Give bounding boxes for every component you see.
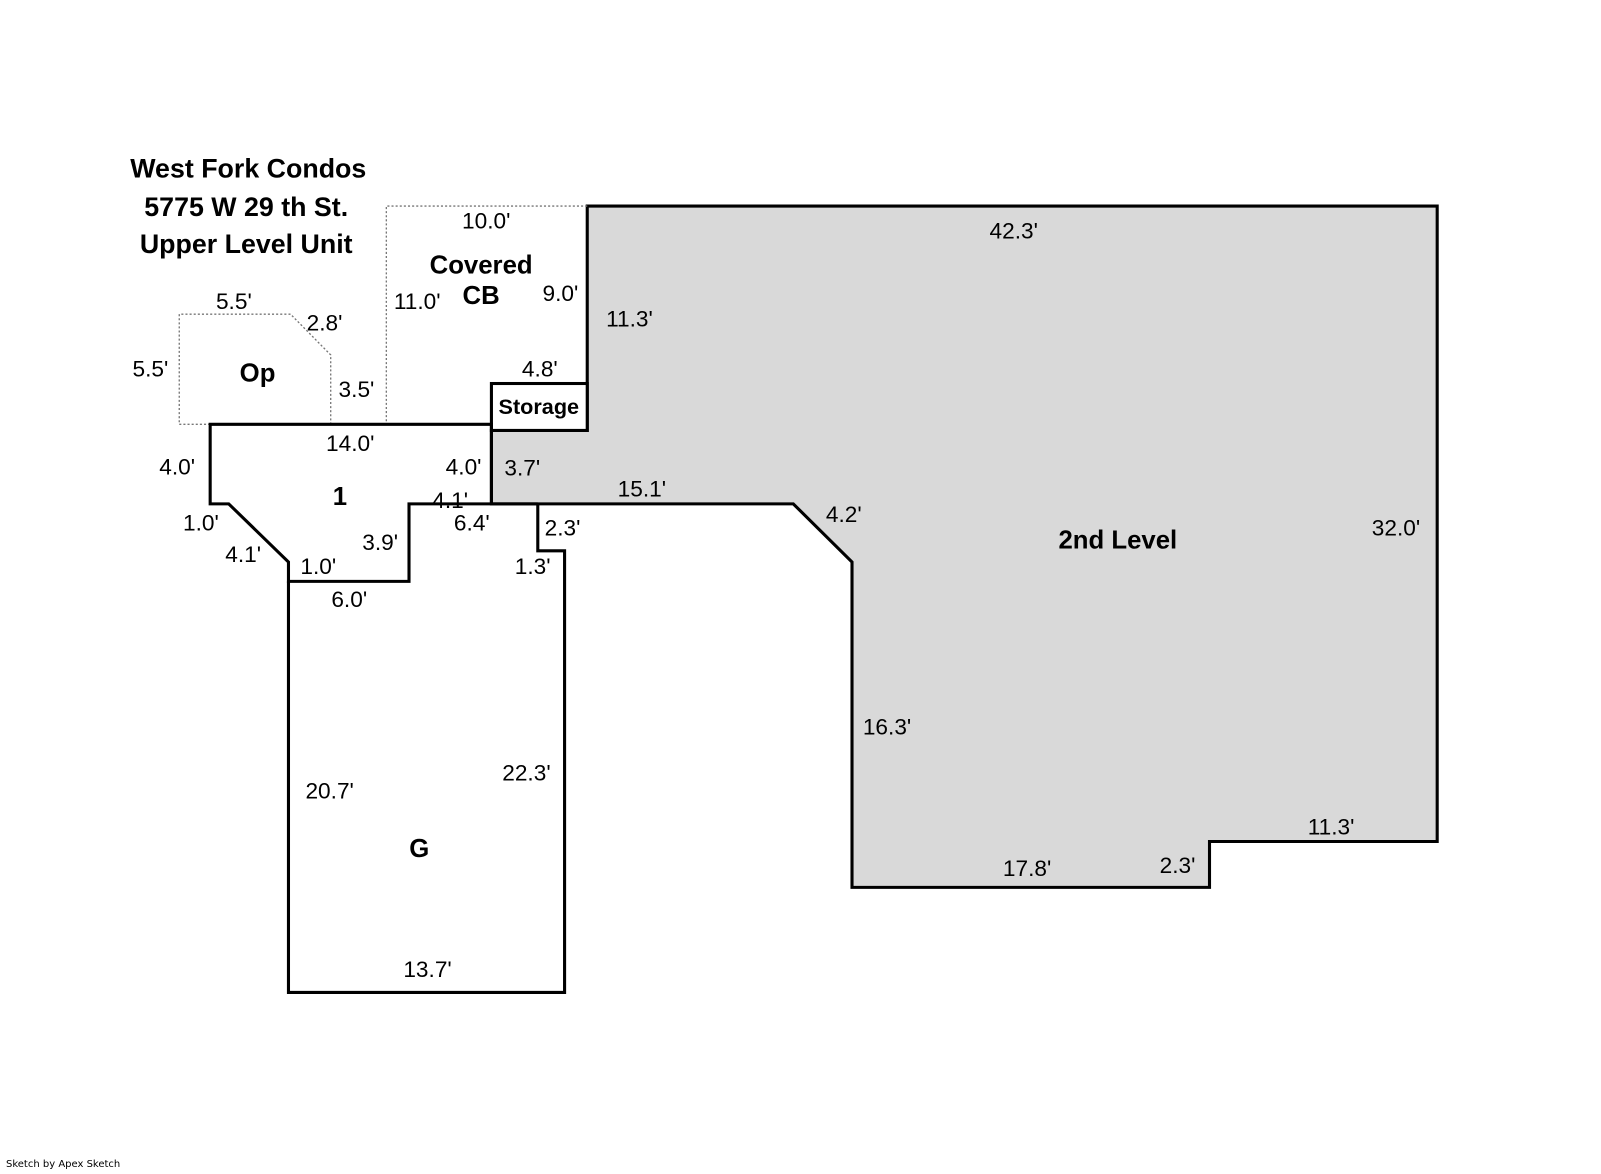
dim-label: 9.0' (543, 281, 579, 306)
dim-label: 6.4' (454, 510, 490, 535)
storage-area (489, 381, 589, 432)
dim-label: 11.3' (606, 306, 653, 331)
cb-label: CB (463, 282, 500, 310)
covered-area-outline (385, 205, 588, 425)
title-line-3: Upper Level Unit (140, 229, 353, 259)
dim-label: 4.0' (446, 454, 482, 479)
storage-label: Storage (499, 395, 580, 419)
op-area-outline (178, 313, 332, 425)
dim-label: 2.8' (307, 311, 343, 336)
dim-label: 1.0' (300, 554, 336, 579)
garage-label: G (409, 835, 429, 863)
title-line-1: West Fork Condos (130, 154, 366, 184)
dim-label: 14.0' (326, 431, 374, 456)
room-1-outline (208, 422, 538, 583)
dim-label: 6.0' (331, 587, 367, 612)
op-label: Op (240, 360, 276, 388)
garage-outline (286, 503, 567, 994)
dim-label: 5.5' (132, 356, 168, 381)
dim-label: 2.3' (1160, 853, 1196, 878)
dim-label: 17.8' (1003, 856, 1051, 881)
room-1-label: 1 (333, 483, 347, 511)
dim-label: 4.8' (522, 356, 558, 381)
second-level-label: 2nd Level (1058, 527, 1177, 555)
dim-label: 15.1' (618, 477, 666, 502)
dim-label: 10.0' (462, 209, 510, 234)
dim-label: 4.1' (225, 542, 261, 567)
dim-label: 4.1' (432, 488, 468, 513)
title-line-2: 5775 W 29 th St. (144, 192, 348, 222)
dim-label: 11.0' (394, 289, 441, 314)
dim-label: 2.3' (545, 516, 581, 541)
dim-label: 4.2' (826, 502, 862, 527)
dim-label: 13.7' (403, 957, 451, 982)
dim-label: 5.5' (216, 289, 252, 314)
footer-credit: Sketch by Apex Sketch (6, 1159, 121, 1170)
dim-label: 16.3' (863, 714, 911, 739)
dim-label: 3.9' (362, 530, 398, 555)
dim-label: 20.7' (305, 779, 353, 804)
dim-label: 11.3' (1308, 814, 1355, 839)
covered-label: Covered (430, 251, 533, 279)
dim-label: 42.3' (990, 219, 1038, 244)
dim-label: 1.3' (515, 554, 551, 579)
dim-label: 4.0' (159, 454, 195, 479)
dim-label: 1.0' (183, 510, 219, 535)
dim-label: 3.5' (339, 377, 375, 402)
dim-label: 32.0' (1372, 516, 1420, 541)
dim-label: 3.7' (504, 455, 540, 480)
dim-label: 22.3' (502, 760, 550, 785)
